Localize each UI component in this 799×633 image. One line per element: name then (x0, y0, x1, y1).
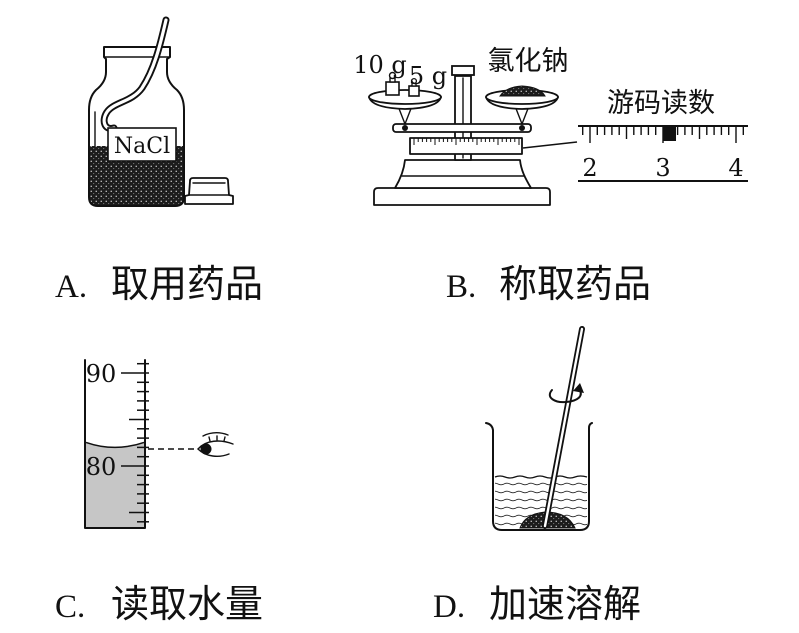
rotation-arrow-icon (548, 383, 584, 404)
weight-5g (408, 77, 420, 97)
cylinder-water (86, 442, 144, 527)
balance-base-body (394, 159, 532, 189)
left-pan (368, 89, 442, 110)
panel-b-caption: 称取药品 (499, 262, 651, 306)
beam-right-joint (519, 125, 525, 131)
balance-beam (392, 123, 532, 133)
rider-scale-tick-label: 3 (655, 154, 670, 182)
cylinder-ticks (121, 362, 149, 523)
panel-d-caption: 加速溶解 (489, 582, 641, 626)
rider-scale-tick-label: 4 (728, 154, 743, 182)
panel-a-letter: A. (55, 269, 87, 305)
balance-base-slab (373, 187, 551, 206)
panel-b-letter: B. (446, 269, 476, 305)
panel-a-caption: 取用药品 (111, 262, 263, 306)
graduated-cylinder: 90 80 (84, 359, 149, 529)
panel-c: 90 80 C. 读取水量 (55, 359, 263, 626)
panel-d: D. 加速溶解 (433, 326, 641, 626)
left-pan-stem (397, 105, 413, 126)
bottle-outline (88, 46, 185, 207)
beam-left-joint (402, 125, 408, 131)
bottle-stopper (184, 177, 234, 205)
balance-scale-ticks (413, 138, 520, 145)
medicine-spoon (100, 16, 170, 132)
beaker (485, 422, 593, 531)
balance (368, 65, 559, 206)
cylinder-tick-label: 80 (86, 453, 117, 481)
sodium-chloride-pile (499, 85, 546, 97)
eye-icon (197, 432, 234, 457)
weight-5g-label: 5 g (409, 62, 447, 90)
bottle-label: NaCl (107, 127, 177, 162)
weight-10g-label: 10 g (353, 51, 407, 79)
cylinder-wall (84, 359, 146, 529)
sodium-chloride-label: 氯化钠 (488, 46, 569, 77)
rider-block (663, 127, 676, 141)
weight-10g (385, 71, 400, 96)
beaker-outline (485, 422, 593, 531)
panel-d-letter: D. (433, 589, 465, 625)
cylinder-tick-label: 90 (86, 360, 117, 388)
rider-scale-leader-line (522, 141, 578, 149)
rider-scale-title: 游码读数 (607, 88, 715, 119)
rider-scale-magnified: 游码读数 2 3 4 (522, 88, 748, 182)
bottle-label-box (107, 127, 177, 162)
water-meniscus (85, 441, 145, 449)
rider-scale-tick-label: 2 (582, 154, 597, 182)
solution-surface (494, 475, 588, 479)
panel-c-caption: 读取水量 (111, 582, 263, 626)
panel-b: 10 g 5 g 氯化钠 游码读数 2 3 4 B. 称取药品 (353, 46, 748, 306)
balance-top-knob (451, 65, 475, 76)
glass-stirring-rod (542, 326, 585, 529)
panel-c-letter: C. (55, 589, 85, 625)
bottle-label-text: NaCl (114, 134, 170, 159)
right-pan-stem (514, 105, 530, 126)
panel-a: NaCl A. 取用药品 (55, 16, 263, 306)
